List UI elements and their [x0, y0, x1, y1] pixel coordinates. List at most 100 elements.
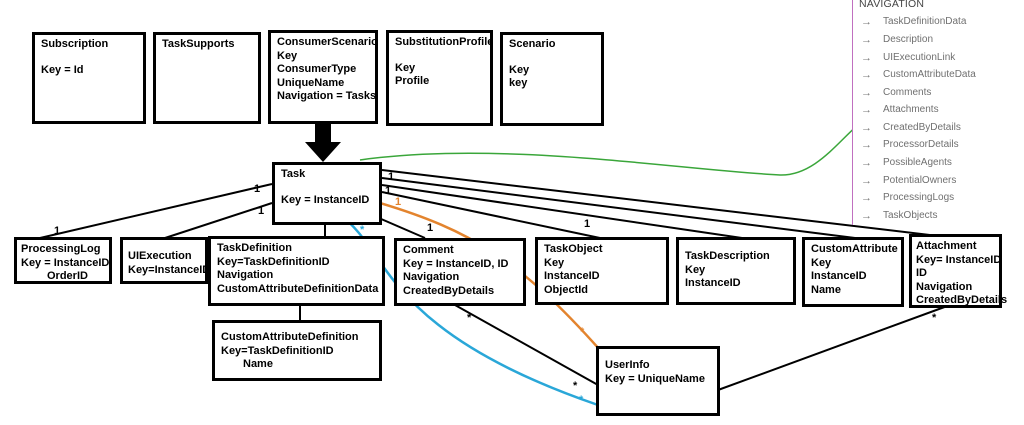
nav-item-label: TaskDefinitionData [883, 16, 967, 27]
entity-key: Key= InstanceID [916, 253, 1002, 266]
entity-field: CustomAttributeDefinitionData [217, 282, 379, 295]
entity-title: CustomAttribute [811, 243, 898, 255]
mult-task-right-one: 1 [388, 171, 395, 183]
entity-field: Profile [395, 75, 430, 87]
entity-title: Attachment [916, 240, 977, 252]
entity-title: ProcessingLog [21, 243, 101, 255]
entity-title: TaskDefinition [217, 242, 292, 254]
mult-userinfo-many: * [573, 380, 578, 392]
box-processinglog: ProcessingLog Key = InstanceID OrderID [14, 237, 112, 284]
box-comment: Comment Key = InstanceID, ID Navigation … [394, 238, 526, 306]
arrow-right-icon: → [861, 68, 872, 81]
navigation-panel: NAVIGATION →TaskDefinitionData →Descript… [852, 0, 1024, 225]
entity-field: CreatedByDetails [916, 294, 1008, 306]
entity-field: Name [243, 358, 273, 370]
box-attachment: Attachment Key= InstanceID ID Navigation… [909, 234, 1008, 308]
nav-item-label: CustomAttributeData [883, 69, 976, 80]
nav-item-label: Comments [883, 87, 932, 98]
edge-task-taskobject [381, 191, 601, 239]
nav-item-label: Attachments [883, 104, 939, 115]
entity-field: ConsumerType [277, 63, 357, 75]
entity-field: InstanceID [544, 270, 600, 282]
entity-field: Key [277, 49, 298, 62]
edge-task-uiexecution [164, 202, 273, 239]
arrow-right-icon: → [861, 51, 872, 64]
nav-item-createdbydetails: →CreatedByDetails [861, 119, 961, 136]
entity-title: UIExecution [128, 250, 192, 262]
edge-comment-userinfo [454, 304, 599, 386]
entity-field: Key [509, 63, 530, 76]
entity-title: TaskSupports [162, 38, 235, 50]
navigation-title: NAVIGATION [859, 0, 925, 10]
entity-title: Comment [403, 244, 454, 256]
entity-field: Key [544, 256, 565, 269]
mult-userinfo-blue-many: * [579, 394, 584, 406]
edge-task-processinglog [39, 183, 273, 239]
mult-task-right-one-2: 1 [385, 185, 392, 197]
edge-attachment-userinfo [717, 304, 951, 391]
arrow-right-icon: → [861, 138, 872, 151]
nav-item-label: UIExecutionLink [883, 52, 956, 63]
entity-field: ID [916, 267, 927, 279]
entity-field: Navigation [217, 269, 274, 281]
box-taskdescription: TaskDescription Key InstanceID [676, 237, 796, 305]
nav-item-label: PotentialOwners [883, 175, 957, 186]
entity-title: ConsumerScenario [277, 36, 378, 48]
box-customattribute: CustomAttribute Key InstanceID Name [802, 237, 904, 307]
entity-title: CustomAttributeDefinition [221, 331, 359, 343]
mult-task-blue-many: * [360, 224, 365, 236]
entity-field: key [509, 77, 528, 89]
entity-field: Navigation [403, 271, 460, 283]
edge-task-customattribute [381, 177, 856, 239]
nav-item-label: Description [883, 34, 934, 45]
entity-field: UniqueName [277, 76, 345, 89]
entity-key: Key=InstanceID [128, 263, 211, 276]
edge-task-attachment [381, 169, 956, 239]
box-tasksupports: TaskSupports [153, 32, 261, 124]
box-subscription: Subscription Key = Id [32, 32, 146, 124]
entity-field: CreatedByDetails [403, 284, 495, 297]
entity-field: Name [811, 283, 841, 296]
box-uiexecution: UIExecution Key=InstanceID [120, 237, 211, 284]
arrow-right-icon: → [861, 86, 872, 99]
entity-field: OrderID [47, 270, 88, 282]
box-scenario: Scenario Key key [500, 32, 604, 126]
nav-item-uiexecutionlink: → UIExecutionLink [861, 49, 955, 66]
mult-processinglog-one: 1 [54, 225, 61, 237]
entity-title: UserInfo [605, 359, 650, 371]
nav-item-label: CreatedByDetails [883, 122, 961, 133]
navigation-arrow [305, 122, 341, 162]
nav-item-taskdefinitiondata: → TaskDefinitionData [861, 13, 966, 30]
box-consumerscenario: ConsumerScenario Key ConsumerType Unique… [268, 30, 378, 124]
nav-item-label: TaskObjects [883, 210, 938, 221]
box-userinfo: UserInfo Key = UniqueName [596, 346, 720, 416]
entity-field: Key [811, 256, 832, 269]
arrow-right-icon: → [861, 15, 872, 28]
entity-title: SubstitutionProfile [395, 36, 494, 48]
arrow-right-icon: → [861, 191, 872, 204]
box-substitutionprofile: SubstitutionProfile Key Profile [386, 30, 493, 126]
nav-item-comments: → Comments [861, 84, 931, 101]
arrow-right-icon: → [861, 209, 872, 222]
box-taskdefinition: TaskDefinition Key=TaskDefinitionID Navi… [208, 236, 385, 306]
entity-field: Navigation [916, 280, 973, 293]
entity-field: Navigation = Tasks [277, 90, 377, 102]
entity-field: Key [395, 61, 416, 74]
nav-item-label: PossibleAgents [883, 157, 952, 168]
mult-comment-one: 1 [427, 222, 434, 234]
nav-item-label: ProcessorDetails [883, 139, 959, 150]
mult-task-processinglog-one: 1 [254, 183, 261, 195]
entity-key: Key = InstanceID, ID [403, 257, 509, 270]
mult-attachment-many: * [932, 312, 937, 324]
nav-item-description: →Description [861, 31, 933, 48]
mult-task-orange-one: 1 [395, 196, 402, 208]
box-task: Task Key = InstanceID [272, 162, 382, 225]
entity-key: Key = InstanceID [281, 193, 370, 206]
nav-item-taskobjects: → TaskObjects [861, 207, 937, 224]
mult-comment-many: * [467, 312, 472, 324]
nav-item-label: ProcessingLogs [883, 192, 955, 203]
entity-key: Key = UniqueName [605, 372, 705, 385]
edge-task-taskdescription [381, 184, 743, 239]
nav-item-processordetails: → ProcessorDetails [861, 136, 959, 153]
